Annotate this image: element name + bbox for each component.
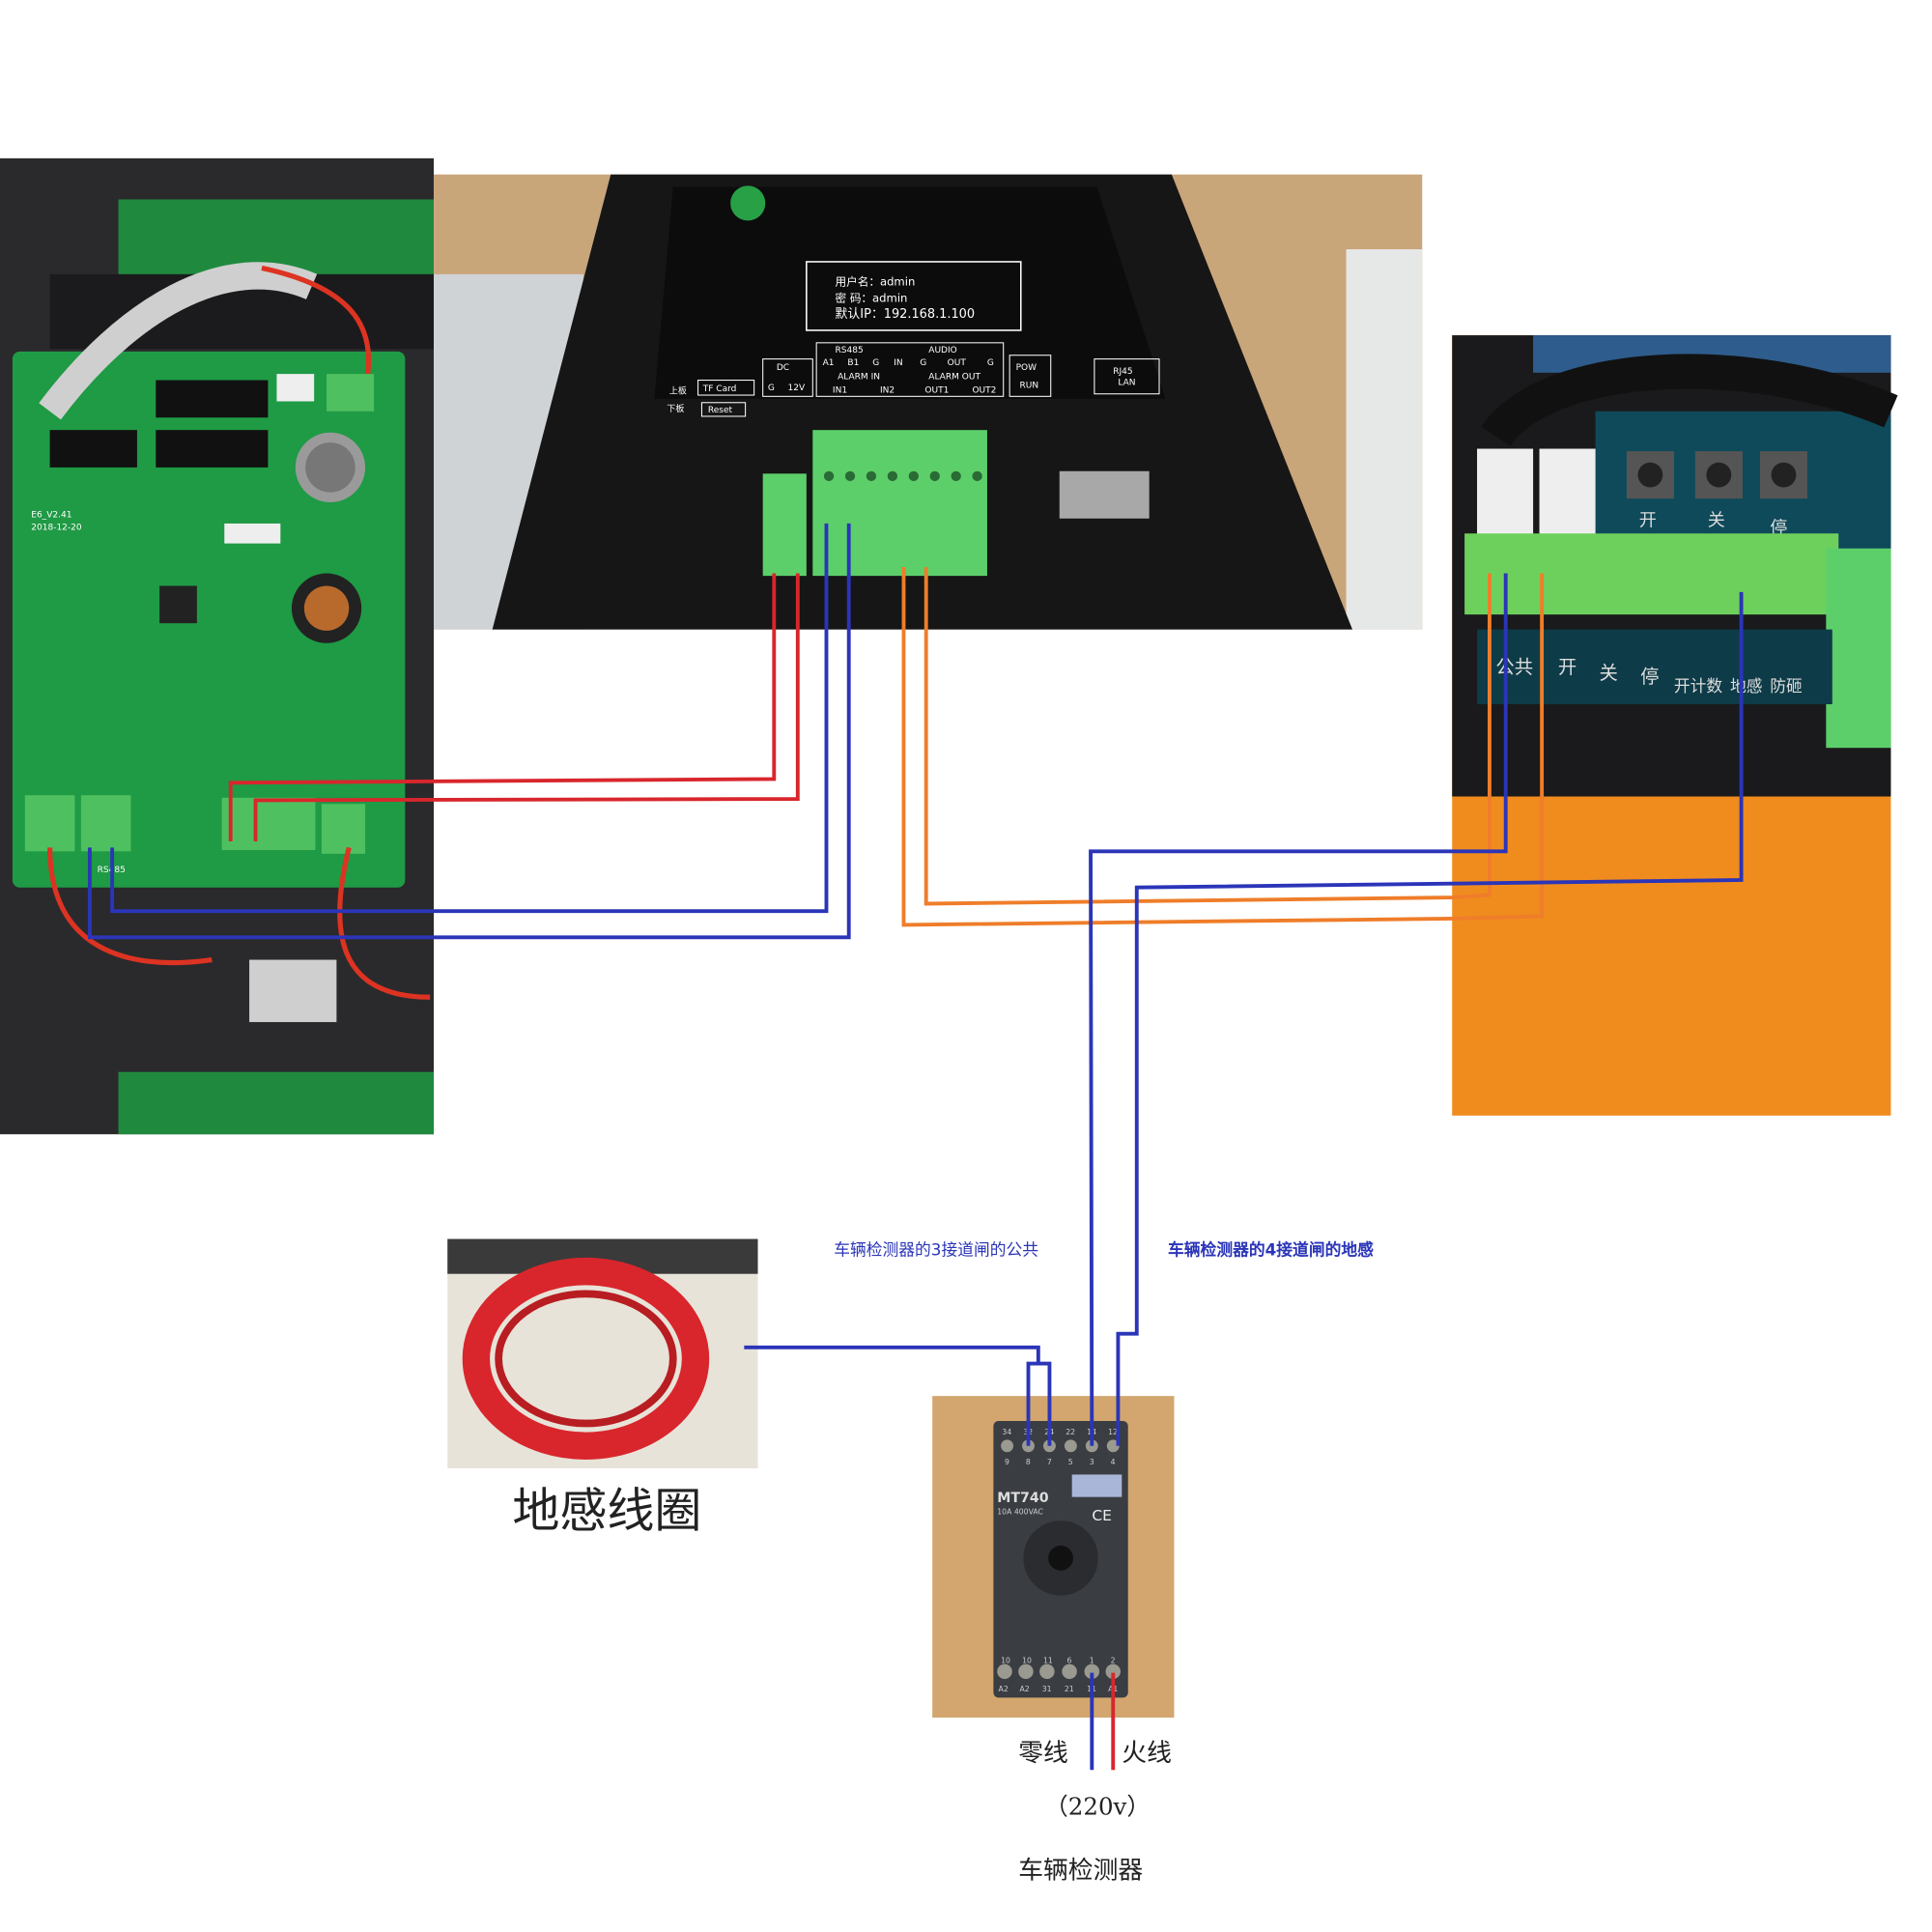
port-out1: OUT1: [924, 385, 949, 395]
pin-number: 5: [1068, 1458, 1073, 1466]
port-b1: B1: [847, 358, 859, 368]
pin-number: 10: [1022, 1656, 1032, 1664]
red-wire-power-1: [228, 573, 777, 841]
board-version: E6_V2.41: [31, 510, 71, 520]
terminal-loop: 地感: [1730, 676, 1763, 696]
loop-note: 车辆检测器的4接道闸的地感: [1168, 1239, 1374, 1259]
board-date: 2018-12-20: [31, 523, 82, 532]
red-wire-power-2: [253, 573, 800, 841]
detector-model: MT740: [997, 1491, 1049, 1506]
port-g4: G: [987, 358, 994, 368]
default-ip: 默认IP：192.168.1.100: [836, 306, 976, 322]
blue-wire-common: [1089, 573, 1508, 1446]
port-out2: OUT2: [972, 385, 996, 395]
voltage-label: （220v）: [1044, 1793, 1151, 1821]
port-audio-out: OUT: [948, 358, 967, 368]
reset-label: Reset: [708, 406, 733, 415]
pin-number: 11: [1043, 1656, 1053, 1664]
pin-code: A2: [999, 1685, 1009, 1693]
port-alarm-in: ALARM IN: [838, 372, 880, 382]
blue-wire-rs485-2: [87, 523, 851, 940]
port-a1: A1: [823, 358, 835, 368]
detector-rating: 10A 400VAC: [997, 1508, 1043, 1517]
neutral-label: 零线: [1018, 1739, 1068, 1768]
pin-code: 31: [1042, 1685, 1052, 1693]
barrier-gate-board-photo: 开 关 停 公共 开 关 停 开计数 地感 防砸: [1452, 335, 1898, 1116]
vehicle-detector-photo: 34 32 24 22 14 12 9 8 7 5 3 4 10 10 11 6…: [932, 1396, 1175, 1719]
pin-number: 2: [1111, 1656, 1116, 1664]
controller-photo: 用户名：admin 密 码：admin 默认IP：192.168.1.100 D…: [434, 174, 1423, 630]
port-g: G: [768, 384, 775, 393]
blue-wire-rs485-1: [110, 523, 829, 914]
port-in2: IN2: [880, 385, 895, 395]
port-audio-in: IN: [894, 358, 902, 368]
button-close-label: 关: [1708, 511, 1725, 531]
ce-mark: CE: [1092, 1507, 1112, 1524]
pin-code: 21: [1065, 1685, 1074, 1693]
terminal-stop: 停: [1640, 666, 1659, 688]
port-g3: G: [920, 358, 926, 368]
led-control-board-photo: E6_V2.41 2018-12-20 RS485: [0, 157, 435, 1135]
port-g2: G: [872, 358, 879, 368]
pin-number: 9: [1005, 1458, 1009, 1466]
pin-number: 4: [1111, 1458, 1116, 1466]
blue-wire-loop: [1116, 591, 1744, 1446]
blue-wire-coil-2: [1037, 1361, 1052, 1446]
terminal-close: 关: [1599, 662, 1617, 684]
pin-code: 22: [1065, 1428, 1075, 1436]
pin-number: 6: [1067, 1656, 1072, 1664]
loop-coil-photo: 地感线圈: [447, 1238, 758, 1539]
pin-number: 8: [1026, 1458, 1031, 1466]
port-12v: 12V: [787, 384, 805, 393]
port-in1: IN1: [833, 385, 847, 395]
terminal-open: 开: [1558, 656, 1577, 678]
live-label: 火线: [1122, 1739, 1172, 1768]
upper-board-label: 上板: [669, 385, 687, 397]
button-open-label: 开: [1639, 511, 1657, 531]
pin-code: 34: [1002, 1428, 1011, 1436]
detector-label: 车辆检测器: [1018, 1857, 1143, 1886]
orange-wire-out-1: [923, 567, 1492, 906]
login-password: 密 码：admin: [836, 291, 908, 304]
port-audio: AUDIO: [928, 346, 956, 355]
terminal-open-count: 开计数: [1674, 676, 1723, 696]
port-rs485: RS485: [836, 346, 864, 355]
button-stop-label: 停: [1770, 518, 1787, 538]
pin-code: A2: [1019, 1685, 1029, 1693]
coil-label: 地感线圈: [512, 1483, 701, 1539]
login-user: 用户名：admin: [836, 274, 916, 288]
pin-number: 3: [1090, 1458, 1094, 1466]
port-lan: LAN: [1118, 379, 1135, 388]
port-dc: DC: [777, 363, 789, 373]
terminal-anti-smash: 防砸: [1770, 676, 1803, 696]
tf-card-label: TF Card: [702, 384, 737, 394]
orange-wire-out-2: [901, 567, 1545, 927]
lower-board-label: 下板: [667, 403, 684, 414]
pin-code: 12: [1108, 1428, 1118, 1436]
port-run: RUN: [1019, 381, 1038, 390]
pin-number: 10: [1001, 1656, 1010, 1664]
port-rj45: RJ45: [1113, 367, 1132, 377]
common-note: 车辆检测器的3接道闸的公共: [834, 1239, 1038, 1259]
pin-number: 1: [1090, 1656, 1094, 1664]
port-pow: POW: [1016, 363, 1037, 373]
wires: [87, 523, 1744, 1771]
port-alarm-out: ALARM OUT: [928, 372, 980, 382]
terminal-common: 公共: [1495, 656, 1533, 678]
pin-number: 7: [1047, 1458, 1052, 1466]
